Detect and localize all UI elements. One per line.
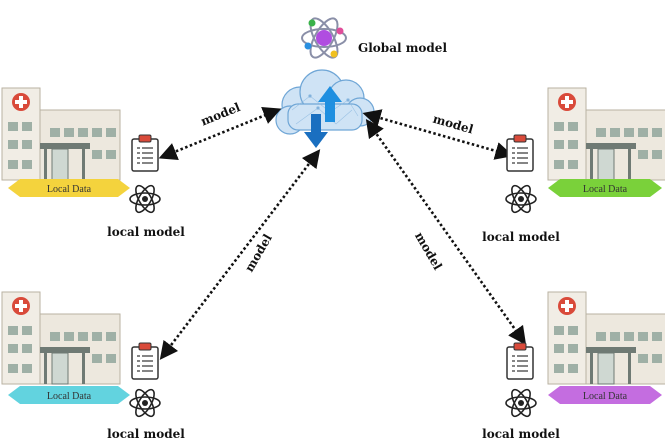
hospital-icon <box>1 87 121 181</box>
connection-bottom-left <box>159 149 321 360</box>
atom-icon <box>129 386 161 420</box>
clipboard-icon <box>131 342 159 380</box>
download-arrow-icon <box>304 114 328 148</box>
global-model-label: Global model <box>358 41 447 55</box>
site-bottom-left <box>1 291 161 420</box>
edge-label-bottom-right: model <box>412 230 445 273</box>
edge-label-bottom-left: model <box>242 231 275 274</box>
hospital-icon <box>547 87 665 181</box>
atom-icon <box>505 182 537 216</box>
local-model-label: local model <box>107 225 185 239</box>
local-model-label: local model <box>482 427 560 441</box>
local-data-label: Local Data <box>47 184 92 195</box>
local-data-badge <box>548 386 662 404</box>
edge-label-top-left: model <box>199 100 243 129</box>
local-data-label: Local Data <box>583 184 628 195</box>
local-data-label: Local Data <box>583 391 628 402</box>
hospital-icon <box>1 291 121 385</box>
atom-icon <box>505 386 537 420</box>
local-model-label: local model <box>482 230 560 244</box>
clipboard-icon <box>506 134 534 172</box>
local-data-label: Local Data <box>47 391 92 402</box>
local-data-badge <box>8 386 130 404</box>
local-data-badge <box>8 179 130 197</box>
clipboard-icon <box>506 342 534 380</box>
site-bottom-right <box>505 291 665 420</box>
hospital-icon <box>547 291 665 385</box>
upload-arrow-icon <box>318 86 342 122</box>
atom-icon <box>129 182 161 216</box>
clipboard-icon <box>131 134 159 172</box>
site-top-left <box>1 87 161 216</box>
local-model-label: local model <box>107 427 185 441</box>
site-top-right <box>505 87 665 216</box>
edge-label-top-right: model <box>431 112 475 137</box>
local-data-badge <box>548 179 662 197</box>
global-model-atom-icon <box>301 17 347 59</box>
cloud-server-icon <box>275 69 375 135</box>
